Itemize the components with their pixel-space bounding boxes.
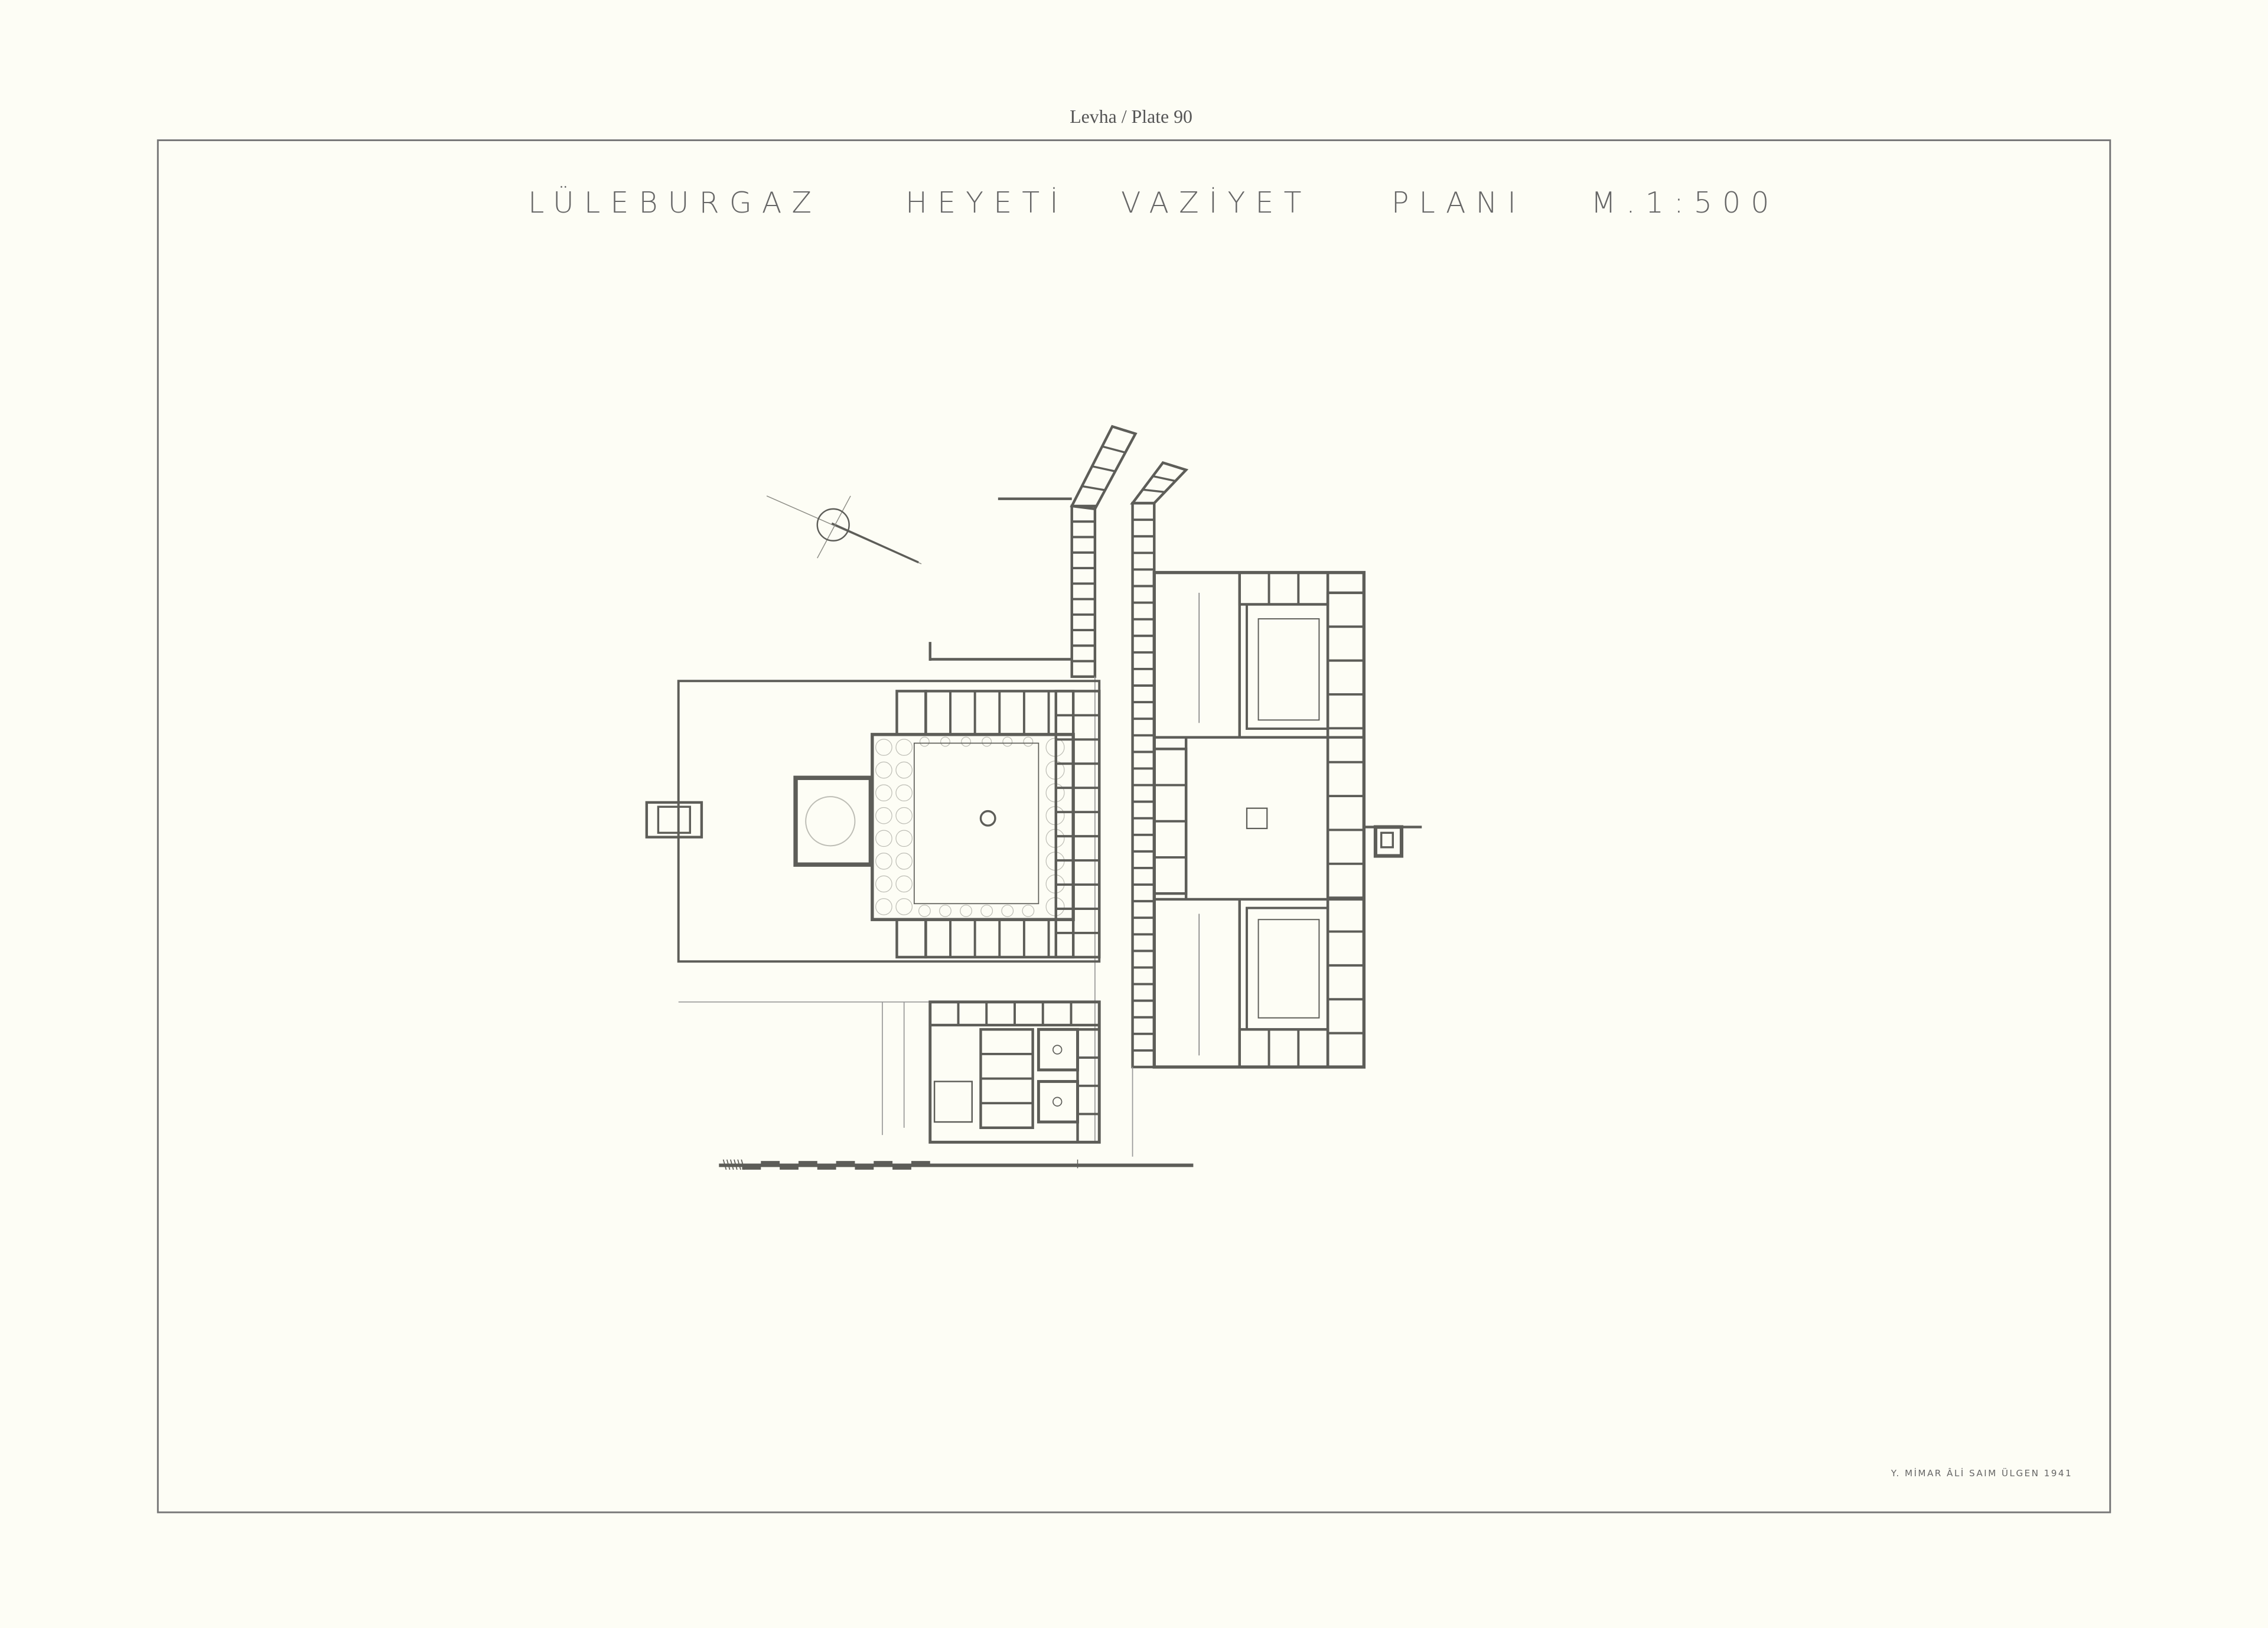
title-place: LÜLEBURGAZ [528,185,822,220]
dome [939,905,951,917]
fountain [979,810,996,827]
title-word-plani: PLANI [1392,186,1526,220]
scale-bar-segment [874,1161,893,1166]
south-court-arcade [1257,919,1320,1019]
south-inner-court [1246,906,1329,1031]
domed-room [1037,1027,1079,1072]
dome [875,830,892,847]
cell-wall [1142,488,1165,494]
east-appendage [1373,825,1404,858]
west-gate-pavilion-inner [657,805,692,834]
dome [875,807,892,824]
dome [895,807,913,824]
dome [875,739,892,756]
domed-room-center [1052,1045,1063,1055]
central-pool [1246,807,1268,830]
courtyard [913,742,1040,905]
dome [1001,905,1014,917]
scale-bar-segment [780,1165,799,1170]
dome [940,736,950,747]
scale-bar-segment [817,1165,836,1170]
main-dome [805,796,856,847]
cell-wall [1102,445,1126,454]
dome [960,905,972,917]
dome [895,898,913,915]
site-plan [645,425,1422,1157]
dome [895,761,913,779]
plate-frame [157,139,2111,1513]
dome [1002,736,1013,747]
dome [895,830,913,847]
east-cell-row [1054,690,1101,959]
dome [875,898,892,915]
scale-bar [719,1159,1194,1170]
east-appendage-inner [1380,831,1394,849]
scale-bar-hatch [726,1159,731,1170]
dome [895,739,913,756]
scale-bar-segment [761,1161,780,1166]
scale-bar-hatch [730,1159,734,1170]
title-word-heyeti: HEYETİ [905,186,1068,220]
west-shop-row [1070,504,1097,678]
mosque-prayer-hall [793,775,874,867]
cell-wall [1081,485,1106,491]
west-shop-row-angled [1070,425,1138,511]
scale-bar-segment [855,1165,874,1170]
corner-room [895,918,927,959]
north-court-arcade [1257,618,1320,721]
dome [1023,736,1034,747]
dome [919,736,930,747]
dome [980,905,993,917]
domed-room-center [1052,1097,1063,1107]
scale-bar-hatch [722,1159,727,1170]
central-court [1185,736,1328,900]
south-cell-strip [1238,1028,1329,1069]
cell-wall [1152,475,1176,482]
north-inner-court [1246,603,1329,730]
corner-room [895,690,927,736]
scale-bar-segment [911,1161,930,1166]
dome [918,905,931,917]
scale-bar-segment [892,1165,911,1170]
dome [875,761,892,779]
dome [895,875,913,893]
dome [875,875,892,893]
north-arrow-icon [766,495,922,565]
cell-wall [1091,465,1116,472]
dome [895,853,913,870]
east-shop-row-angled [1130,461,1189,505]
plan-title: LÜLEBURGAZ HEYETİ VAZİYET PLANI M.1:500 [528,185,1780,220]
domed-room [1037,1080,1079,1124]
scale-bar-hatch [734,1159,738,1170]
scale-bar-segment [836,1161,855,1166]
title-scale: M.1:500 [1591,186,1780,220]
west-gate-pavilion [645,801,703,839]
dome [875,853,892,870]
north-cell-strip [1238,571,1329,606]
scale-bar-hatch [741,1159,745,1170]
architect-signature: Y. MİMAR ÂLİ SAIM ÜLGEN 1941 [1891,1467,2073,1479]
scale-bar-segment [798,1161,817,1166]
dome [875,784,892,802]
title-word-vaziyet: VAZİYET [1121,186,1312,220]
dome [1022,905,1035,917]
plate-number: Levha / Plate 90 [1070,106,1192,127]
lower-room [933,1081,973,1123]
dome [961,736,972,747]
dome [982,736,992,747]
scale-bar-hatch [737,1159,741,1170]
dome [895,784,913,802]
scale-bar-segment [742,1165,761,1170]
